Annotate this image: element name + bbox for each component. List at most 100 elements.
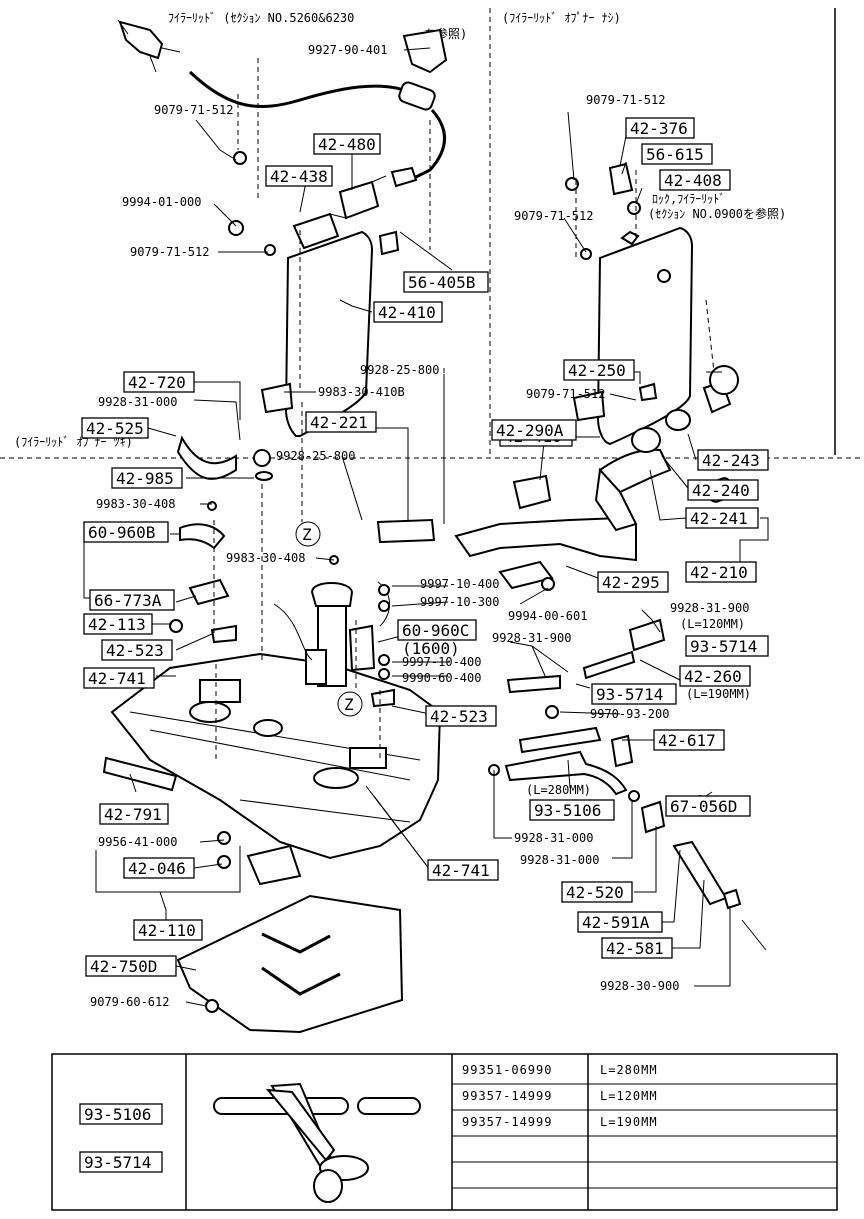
label-42-221: 42-221 xyxy=(305,411,377,433)
label-42-250: 42-250 xyxy=(563,359,635,381)
svg-text:66-773A: 66-773A xyxy=(94,591,162,610)
svg-text:42-985: 42-985 xyxy=(116,469,174,488)
lid-no-opener-drawing xyxy=(565,162,732,446)
code-9990-60-400: 9990-60-400 xyxy=(402,671,481,685)
svg-text:42-410: 42-410 xyxy=(378,303,436,322)
label-42-525: 42-525 xyxy=(81,417,149,439)
table-label-93-5714: 93-5714 xyxy=(84,1153,151,1172)
label-42-523-a: 42-523 xyxy=(101,639,173,661)
label-42-241: 42-241 xyxy=(685,507,759,529)
code-9928-25-800-b: 9928-25-800 xyxy=(276,449,355,463)
hose-cut-icon xyxy=(357,1097,421,1115)
svg-text:42-113: 42-113 xyxy=(88,615,146,634)
label-42-438: 42-438 xyxy=(265,165,333,187)
table-row-3-length: L=190MM xyxy=(600,1115,658,1129)
svg-text:67-056D: 67-056D xyxy=(670,797,737,816)
svg-text:42-295: 42-295 xyxy=(602,573,660,592)
svg-text:42-720: 42-720 xyxy=(128,373,186,392)
code-9079-71-512-b: 9079-71-512 xyxy=(130,245,209,259)
svg-text:42-523: 42-523 xyxy=(106,641,164,660)
label-42-290a: 42-290A xyxy=(491,419,577,441)
svg-text:42-750D: 42-750D xyxy=(90,957,157,976)
code-9983-30-408-a: 9983-30-408 xyxy=(96,497,175,511)
label-93-5106: 93-5106 xyxy=(529,799,615,821)
svg-text:42-520: 42-520 xyxy=(566,883,624,902)
label-42-240: 42-240 xyxy=(687,479,759,501)
svg-text:60-960C: 60-960C xyxy=(402,621,469,640)
label-67-056d: 67-056D xyxy=(665,795,751,817)
svg-text:42-243: 42-243 xyxy=(702,451,760,470)
table-row-2-length: L=120MM xyxy=(600,1089,658,1103)
label-1600: (1600) xyxy=(402,639,460,658)
code-9994-01-000: 9994-01-000 xyxy=(122,195,201,209)
label-42-720: 42-720 xyxy=(123,371,195,393)
code-9928-31-000-b: 9928-31-000 xyxy=(514,831,593,845)
svg-text:42-525: 42-525 xyxy=(86,419,144,438)
svg-text:42-290A: 42-290A xyxy=(496,421,564,440)
code-9928-31-900-a: 9928-31-900 xyxy=(670,601,749,615)
z-callout-2: Z xyxy=(337,691,363,717)
label-60-960b: 60-960B xyxy=(83,521,169,543)
svg-text:42-210: 42-210 xyxy=(690,563,748,582)
svg-text:42-408: 42-408 xyxy=(664,171,722,190)
code-9983-30-410b: 9983-30-410B xyxy=(318,385,405,399)
label-42-617: 42-617 xyxy=(653,729,725,751)
code-9970-93-200: 9970-93-200 xyxy=(590,707,669,721)
code-9079-71-512-d: 9079-71-512 xyxy=(514,209,593,223)
label-42-408: 42-408 xyxy=(659,169,731,191)
length-120: (L=120MM) xyxy=(680,617,745,631)
svg-text:42-240: 42-240 xyxy=(692,481,750,500)
code-9983-30-408-b: 9983-30-408 xyxy=(226,551,305,565)
svg-text:42-438: 42-438 xyxy=(270,167,328,186)
svg-text:42-376: 42-376 xyxy=(630,119,688,138)
svg-text:42-046: 42-046 xyxy=(128,859,186,878)
leader-lines xyxy=(83,47,769,1007)
svg-text:42-791: 42-791 xyxy=(104,805,162,824)
table-row-1-part: 99351-06990 xyxy=(462,1063,552,1077)
label-66-773a: 66-773A xyxy=(89,589,175,611)
code-9928-25-800-a: 9928-25-800 xyxy=(360,363,439,377)
svg-text:42-523: 42-523 xyxy=(430,707,488,726)
code-9997-10-300: 9997-10-300 xyxy=(420,595,499,609)
length-280: (L=280MM) xyxy=(526,783,591,797)
code-9994-00-601: 9994-00-601 xyxy=(508,609,587,623)
table-row-2-part: 99357-14999 xyxy=(462,1089,552,1103)
label-42-243: 42-243 xyxy=(697,449,769,471)
label-42-046: 42-046 xyxy=(123,857,195,879)
label-42-791: 42-791 xyxy=(99,803,169,825)
svg-text:42-250: 42-250 xyxy=(568,361,626,380)
label-42-581: 42-581 xyxy=(601,937,673,959)
label-42-295: 42-295 xyxy=(597,571,669,593)
code-9079-71-512-a: 9079-71-512 xyxy=(154,103,233,117)
label-60-960c: 60-960C xyxy=(397,619,477,641)
label-42-741-a: 42-741 xyxy=(83,667,155,689)
label-42-210: 42-210 xyxy=(685,561,757,583)
label-42-591a: 42-591A xyxy=(577,911,663,933)
assembly-lines-top-left xyxy=(237,58,431,390)
label-42-410-a: 42-410 xyxy=(373,301,443,323)
code-9079-60-612: 9079-60-612 xyxy=(90,995,169,1009)
label-93-5714-a: 93-5714 xyxy=(685,635,769,657)
lock-note-ref: (ｾｸｼｮﾝ NO.0900を参照) xyxy=(648,206,786,221)
code-9079-71-512-c: 9079-71-512 xyxy=(586,93,665,107)
label-42-110: 42-110 xyxy=(133,919,203,941)
label-42-260: 42-260 xyxy=(679,665,751,687)
svg-text:42-741: 42-741 xyxy=(88,669,146,688)
svg-text:42-617: 42-617 xyxy=(658,731,716,750)
label-42-985: 42-985 xyxy=(111,467,183,489)
svg-text:Z: Z xyxy=(302,525,312,544)
code-9997-10-400-a: 9997-10-400 xyxy=(420,577,499,591)
table-row-3-part: 99357-14999 xyxy=(462,1115,552,1129)
label-42-750d: 42-750D xyxy=(85,955,177,977)
code-9997-10-400-b: 9997-10-400 xyxy=(402,655,481,669)
svg-text:42-241: 42-241 xyxy=(690,509,748,528)
label-93-5714-b: 93-5714 xyxy=(591,683,677,705)
svg-text:42-221: 42-221 xyxy=(310,413,368,432)
z-callout-1: Z xyxy=(295,521,321,547)
label-42-520: 42-520 xyxy=(561,881,633,903)
code-9928-31-000-c: 9928-31-000 xyxy=(520,853,599,867)
svg-text:93-5714: 93-5714 xyxy=(596,685,663,704)
svg-text:93-5714: 93-5714 xyxy=(690,637,757,656)
